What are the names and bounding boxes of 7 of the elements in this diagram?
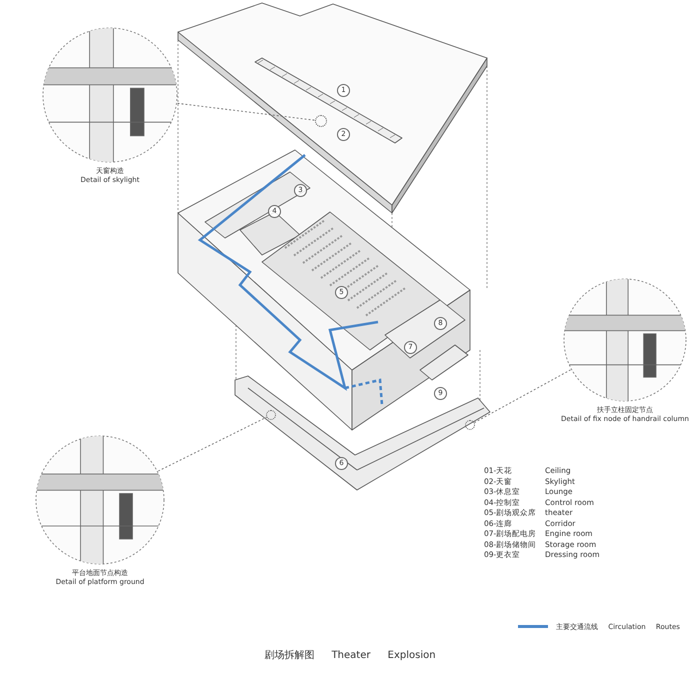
leader-line: [158, 416, 267, 472]
leader-line: [177, 102, 316, 121]
detail-marker: [465, 420, 475, 430]
diagram-title: 剧场拆解图 Theater Explosion: [263, 648, 437, 662]
detail-marker: [266, 410, 276, 420]
leader-line: [474, 369, 572, 423]
detail-marker: [315, 115, 327, 127]
